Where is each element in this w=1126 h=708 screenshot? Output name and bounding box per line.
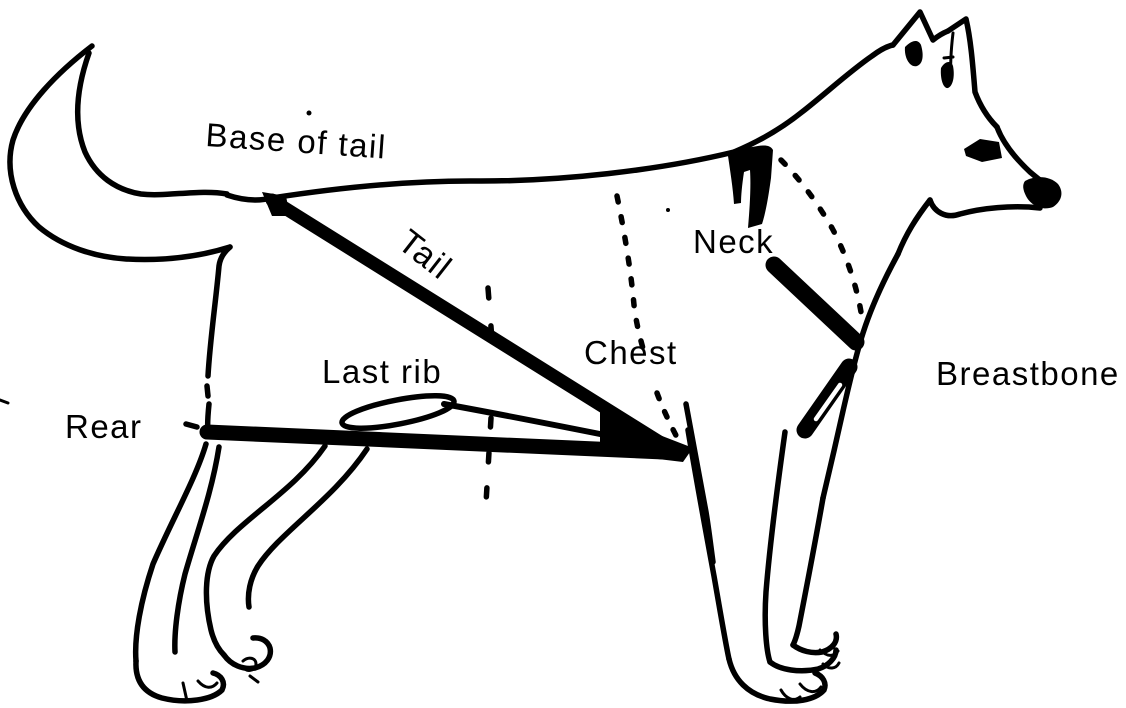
stray-dot-near-neck	[666, 208, 670, 212]
measurement-marks	[199, 145, 865, 462]
rear-paw-far-toes	[181, 679, 219, 703]
stray-dot-above-base-of-tail	[306, 110, 312, 116]
thigh-back-line	[204, 244, 233, 434]
rear-leg-far-inner-edge	[172, 444, 222, 655]
left-margin-tick	[0, 398, 10, 405]
neck-measurement-band	[765, 256, 865, 351]
chest-girth-dash-lower	[654, 390, 684, 448]
left-ear-outline	[890, 9, 951, 48]
front-paw-far-toes	[779, 682, 823, 701]
girth-dashed-lines	[0, 110, 864, 506]
neck-top-line	[731, 42, 896, 155]
rear-leg-far-outer-edge	[132, 441, 209, 664]
rear-leg-near-back-edge	[245, 446, 370, 610]
tail-line-junction-blob	[262, 192, 290, 216]
right-ear-outline	[945, 16, 1000, 130]
tail-inner-line	[75, 50, 230, 198]
last-rib-girth-dash-lower	[483, 415, 494, 506]
dog-outline	[7, 9, 1062, 704]
right-ear-inner-mark	[940, 62, 954, 89]
nose	[1023, 177, 1062, 209]
throat-line	[895, 197, 933, 257]
front-leg-far-back-edge	[683, 401, 716, 565]
front-leg-near-front-edge	[790, 495, 826, 648]
last-rib-loop	[339, 393, 457, 431]
rear-pointer-dash	[183, 421, 200, 430]
rear-paw-near-toes	[241, 656, 260, 684]
back-line	[224, 149, 737, 203]
breastbone-mark-highlight	[813, 382, 843, 422]
chest-girth-dash-upper	[614, 193, 647, 355]
rear-measurement-line	[199, 424, 672, 460]
breastbone-mark	[796, 358, 858, 439]
withers-mark	[728, 145, 773, 228]
face-front-line	[994, 124, 1048, 187]
left-ear-inner-mark	[904, 41, 923, 67]
jaw-line	[927, 197, 1043, 219]
rear-leg-near-front-edge	[203, 443, 328, 658]
front-paw-far	[726, 656, 828, 704]
eye	[964, 139, 1002, 162]
front-paw-near-toes	[818, 648, 841, 670]
last-rib-girth-dash	[485, 285, 495, 343]
tail-measurement-line	[265, 193, 673, 453]
rear-paw-far	[133, 658, 227, 704]
front-leg-near-back-edge	[762, 429, 788, 665]
neck-girth-dash	[778, 157, 864, 315]
rear-paw-near	[221, 635, 274, 672]
arrowhead-blob	[600, 412, 690, 462]
front-leg-far-front-edge	[685, 427, 732, 662]
tail-outer-line	[7, 43, 233, 263]
